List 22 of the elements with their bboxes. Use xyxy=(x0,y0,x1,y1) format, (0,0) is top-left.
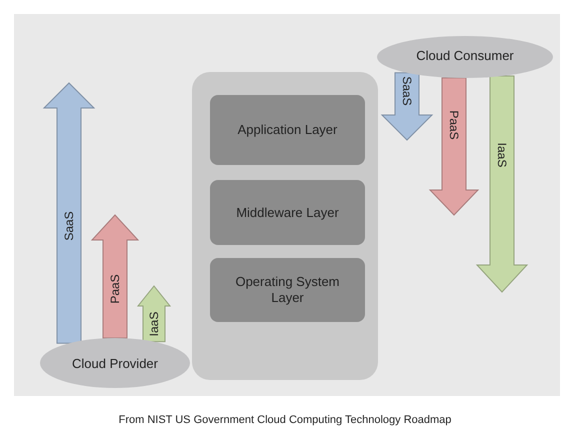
edge-label: SaaS xyxy=(400,76,414,106)
block-arrow xyxy=(380,72,434,141)
edge-label: PaaS xyxy=(108,274,122,304)
layer-box xyxy=(210,180,365,245)
node-label: Cloud Provider xyxy=(72,356,158,372)
block-arrow xyxy=(136,285,172,342)
block-arrow xyxy=(42,82,96,344)
stack-panel xyxy=(192,72,378,380)
block-arrow xyxy=(476,76,528,293)
edge-label: PaaS xyxy=(447,110,461,140)
edge-label: IaaS xyxy=(147,311,161,336)
edge-label: SaaS xyxy=(62,210,76,240)
node-label: Middleware Layer xyxy=(236,204,339,220)
block-arrow xyxy=(428,77,480,216)
layer-box xyxy=(210,95,365,165)
edge-label: IaaS xyxy=(495,143,509,168)
node-label: Application Layer xyxy=(238,122,338,138)
node-label: Operating System Layer xyxy=(234,274,341,306)
caption: From NIST US Government Cloud Computing Technology Roadmap xyxy=(118,414,452,426)
block-arrow xyxy=(90,214,140,338)
node-label: Cloud Consumer xyxy=(416,48,514,64)
layer-box xyxy=(210,258,365,322)
